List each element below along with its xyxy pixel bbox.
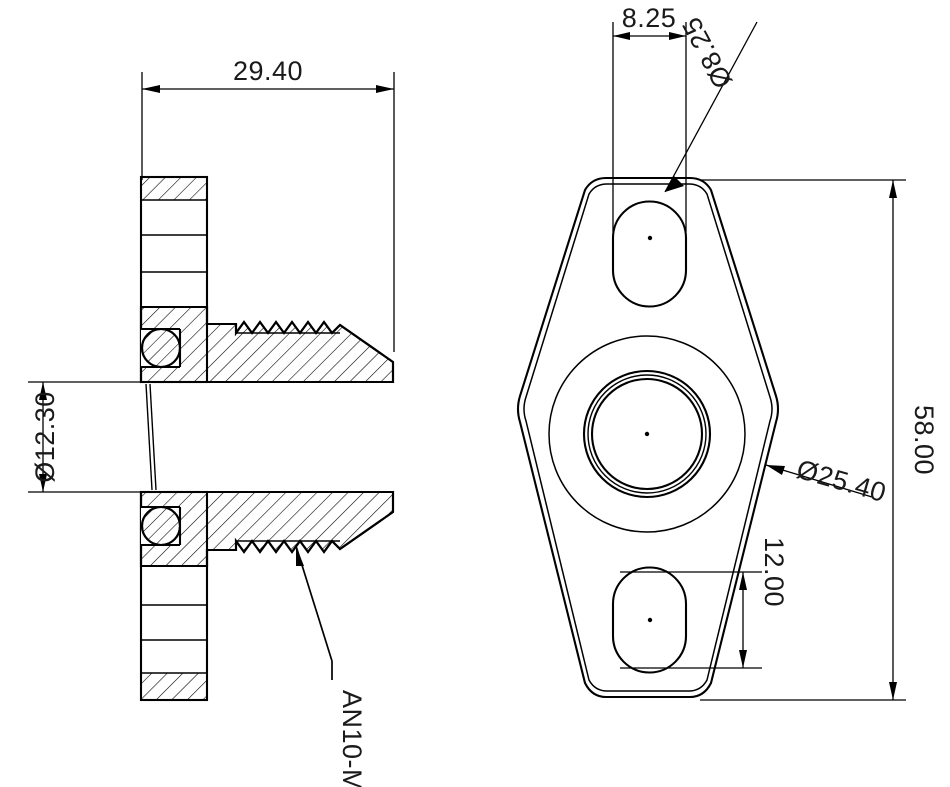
annotation-thread-callout-text: AN10-Male <box>337 690 367 787</box>
dimension-overall-length-text: 29.40 <box>233 56 303 86</box>
dimension-bore-diameter: Ø12.30 <box>28 381 140 493</box>
flange-upper <box>139 175 209 384</box>
dimension-bore-diameter-text: Ø12.30 <box>30 391 60 483</box>
slot-upper-center-mark <box>647 235 653 241</box>
dimension-seal-diameter: Ø25.40 <box>765 454 890 508</box>
annotation-thread-callout: AN10-Male <box>295 545 367 787</box>
oring-upper <box>140 327 182 369</box>
dimension-slot-length-text: 12.00 <box>759 537 789 607</box>
slot-upper <box>611 200 688 308</box>
center-bore-circles <box>548 335 746 533</box>
bore-lines <box>141 362 394 512</box>
dimension-slot-hole-diameter: Ø8.25 <box>664 12 758 193</box>
slot-lower <box>611 566 688 674</box>
flange-body-inner-edge <box>523 183 773 692</box>
flange-body-outline <box>516 176 780 699</box>
front-view: 8.25 Ø8.25 Ø25.40 58.00 <box>516 3 939 701</box>
center-bore-center-mark <box>644 431 650 437</box>
slot-lower-center-mark <box>647 617 653 623</box>
dimension-seal-diameter-text: Ø25.40 <box>793 454 889 508</box>
dimension-overall-height: 58.00 <box>700 179 939 701</box>
dimension-slot-length: 12.00 <box>620 537 789 669</box>
dimension-slot-width: 8.25 <box>612 3 687 232</box>
oring-lower <box>140 505 182 547</box>
section-view: 29.40 <box>28 56 395 787</box>
dimension-overall-length: 29.40 <box>141 56 395 352</box>
dimension-slot-width-text: 8.25 <box>622 3 677 33</box>
dimension-overall-height-text: 58.00 <box>909 405 939 475</box>
